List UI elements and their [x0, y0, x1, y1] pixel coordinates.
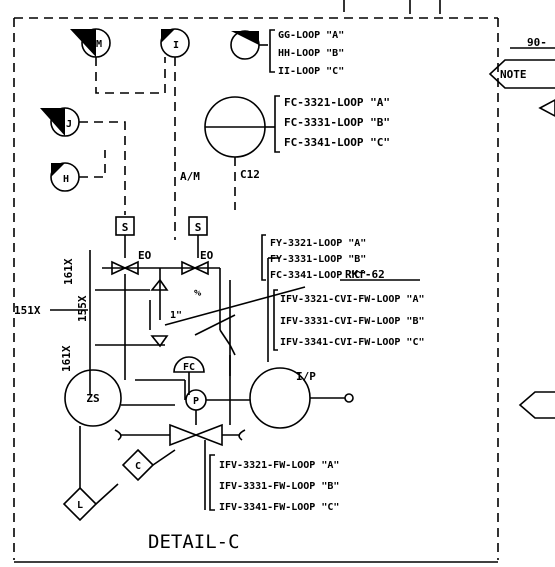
loop-g5-c: IFV-3341-FW-LOOP "C" [219, 502, 339, 513]
eo-label-1: EO [138, 249, 152, 262]
loop-g4-a: IFV-3321-CVI-FW-LOOP "A" [280, 294, 425, 305]
am-label: A/M [180, 170, 200, 183]
c-diamond-label: C [135, 461, 141, 472]
ip-label: I/P [296, 370, 316, 383]
l-diamond-label: L [77, 500, 83, 511]
c12-label: C12 [240, 168, 260, 181]
loop-g3-b: FY-3331-LOOP "B" [270, 254, 366, 265]
ip-signal-terminal [344, 393, 354, 403]
zs-label: ZS [86, 392, 99, 405]
zs-switch [64, 369, 122, 427]
note-label: NOTE [500, 68, 527, 81]
solenoid-label-2: S [195, 221, 202, 234]
loop-g4-b: IFV-3331-CVI-FW-LOOP "B" [280, 316, 425, 327]
l-diamond [62, 486, 98, 522]
loop-g5-a: IFV-3321-FW-LOOP "A" [219, 460, 339, 471]
one-mark: 1" [170, 310, 182, 321]
loop-g3-a: FY-3321-LOOP "A" [270, 238, 366, 249]
jj-bubble-label: JJ [60, 119, 72, 130]
loop-g1-b: HH-LOOP "B" [278, 48, 344, 59]
loop-g5-b: IFV-3331-FW-LOOP "B" [219, 481, 339, 492]
i-bubble-label: I [173, 40, 179, 51]
x155-label: 155X [76, 295, 89, 322]
solenoid-label-1: S [122, 221, 129, 234]
loop-g1-c: II-LOOP "C" [278, 66, 344, 77]
p-label: P [193, 396, 199, 407]
c12-controller [204, 95, 280, 210]
x151-label: 151X [14, 304, 41, 317]
detail-border [13, 0, 499, 563]
mm-bubble-label: MM [90, 39, 102, 50]
loop-g2-c: FC-3341-LOOP "C" [284, 136, 390, 149]
loop-g3-c: FC-3341-LOOP "C" [270, 270, 366, 281]
top-number: 90- [527, 36, 547, 49]
h-bubble-label: H [63, 174, 69, 185]
detail-title: DETAIL-C [148, 531, 240, 553]
eo-label-2: EO [200, 249, 214, 262]
c-diamond [121, 448, 155, 482]
x161-bottom-label: 161X [60, 345, 73, 372]
x161-top-label: 161X [62, 258, 75, 285]
ratio-mark: % [193, 287, 202, 299]
loop-g2-b: FC-3331-LOOP "B" [284, 116, 390, 129]
control-valve [114, 410, 246, 511]
piping [89, 250, 306, 425]
fc-actuator [173, 356, 205, 395]
fc-label: FC [183, 362, 195, 373]
loop-g2-a: FC-3321-LOOP "A" [284, 96, 390, 109]
note-tag [488, 47, 555, 419]
rkf-label: RKf-62 [345, 268, 385, 281]
gg-bubble [230, 29, 275, 73]
loop-g4-c: IFV-3341-CVI-FW-LOOP "C" [280, 337, 425, 348]
loop-g1-a: GG-LOOP "A" [278, 30, 344, 41]
